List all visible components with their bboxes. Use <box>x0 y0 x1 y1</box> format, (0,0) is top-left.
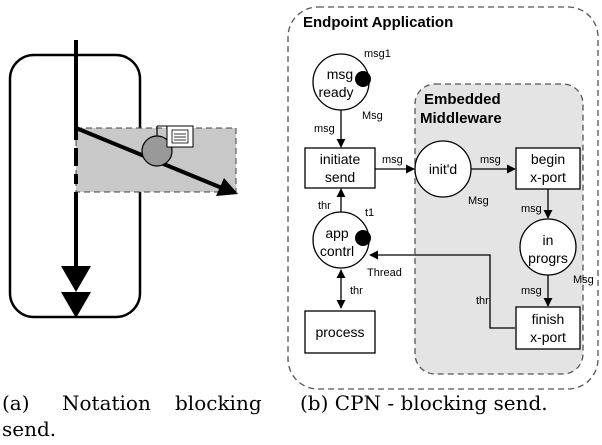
type-label-msg-ready: Msg <box>362 110 383 122</box>
token-label-t1: t1 <box>365 207 374 219</box>
arc-label-initd-to-begin: msg <box>480 154 501 166</box>
transition-initiate-send-label-1: initiate <box>320 151 361 167</box>
arc-label-app-process: thr <box>350 285 363 297</box>
arc-label-finish-to-app: thr <box>476 295 489 307</box>
transition-process <box>304 310 376 354</box>
place-in-progrs-label-2: progrs <box>528 250 568 266</box>
type-label-in-progrs: Msg <box>573 274 594 286</box>
cpn-diagram: Endpoint Application Embedded Middleware… <box>287 6 599 390</box>
token-app-contrl <box>355 230 371 246</box>
transition-process-label: process <box>315 324 364 340</box>
caption-a-line1-left: (a) <box>2 391 30 415</box>
transition-finish-xport-label-2: x-port <box>530 329 566 345</box>
place-msg-ready-label-2: ready <box>318 84 353 100</box>
transition-finish-xport <box>515 306 581 350</box>
transition-initiate-send <box>304 147 376 189</box>
caption-b: (b) CPN - blocking send. <box>300 391 548 415</box>
place-initd-label: init'd <box>429 161 457 177</box>
caption-a-line1-right: blocking <box>175 391 262 415</box>
place-app-contrl-label-2: contrl <box>320 243 354 259</box>
token-msg-ready <box>355 71 371 87</box>
send-arrowhead <box>216 178 238 196</box>
transition-initiate-send-label-2: send <box>325 169 355 185</box>
type-label-initd: Msg <box>468 195 489 207</box>
token-label-msg1: msg1 <box>364 48 391 60</box>
place-msg-ready-label-1: msg <box>327 66 353 82</box>
caption-a-line1-mid: Notation <box>62 391 151 415</box>
transition-begin-xport-label-2: x-port <box>530 169 566 185</box>
endpoint-title: Endpoint Application <box>303 14 453 31</box>
transition-finish-xport-label-1: finish <box>532 311 565 327</box>
message-icon-inner <box>171 129 189 144</box>
arc-finish-to-app <box>369 250 515 329</box>
notation-diagram <box>8 40 238 319</box>
middleware-title-2: Middleware <box>420 110 502 127</box>
arc-label-progrs-to-finish: msg <box>521 285 542 297</box>
middleware-title-1: Embedded <box>424 91 501 108</box>
place-app-contrl-label-1: app <box>325 225 349 241</box>
arc-label-ready-to-initiate: msg <box>314 123 335 135</box>
thread-arrowhead-1 <box>61 266 91 292</box>
thread-arrowhead-2 <box>61 292 91 318</box>
caption-a-line2: send. <box>2 417 57 441</box>
arc-label-app-to-initiate: thr <box>318 200 331 212</box>
type-label-app-contrl: Thread <box>367 267 402 279</box>
endpoint-application-box <box>287 6 599 390</box>
arc-label-begin-to-progrs: msg <box>521 203 542 215</box>
place-in-progrs-label-1: in <box>543 232 554 248</box>
arc-label-initiate-to-initd: msg <box>382 154 403 166</box>
transition-begin-xport-label-1: begin <box>531 151 565 167</box>
